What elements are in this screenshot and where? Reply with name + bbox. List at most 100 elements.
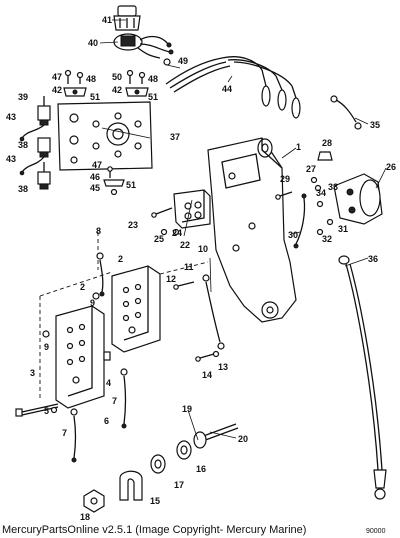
part-18-nut bbox=[83, 489, 105, 513]
part-33-nut bbox=[314, 184, 322, 192]
callout-50: 50 bbox=[112, 72, 122, 82]
callout-10: 10 bbox=[198, 244, 208, 254]
dashed-assembly-outline bbox=[39, 232, 209, 398]
callout-29: 29 bbox=[280, 174, 290, 184]
callout-42: 42 bbox=[112, 85, 122, 95]
callout-22: 22 bbox=[180, 240, 190, 250]
callout-44: 44 bbox=[222, 84, 232, 94]
callout-47: 47 bbox=[92, 160, 102, 170]
callout-12: 12 bbox=[166, 274, 176, 284]
part-36-battery-cable bbox=[338, 255, 387, 500]
part-23-screw bbox=[151, 207, 173, 218]
part-1-main-bracket bbox=[207, 137, 297, 323]
callout-46: 46 bbox=[90, 172, 100, 182]
callout-31: 31 bbox=[338, 224, 348, 234]
callout-1: 1 bbox=[296, 142, 301, 152]
callout-43: 43 bbox=[6, 154, 16, 164]
part-12-screw bbox=[173, 281, 195, 290]
part-37-mounting-plate bbox=[57, 101, 153, 171]
callout-36: 36 bbox=[368, 254, 378, 264]
callout-7: 7 bbox=[112, 396, 117, 406]
part-43-wire-upper bbox=[19, 124, 45, 142]
part-13-nut bbox=[212, 350, 220, 358]
part-47-screw-left bbox=[64, 69, 72, 84]
callout-9: 9 bbox=[44, 342, 49, 352]
part-40-switch-body bbox=[113, 33, 174, 59]
callout-4: 4 bbox=[106, 378, 111, 388]
part-44-wire-harness bbox=[165, 56, 301, 119]
callout-34: 34 bbox=[316, 188, 326, 198]
part-49-screw bbox=[163, 58, 171, 66]
callout-15: 15 bbox=[150, 496, 160, 506]
callout-35: 35 bbox=[370, 120, 380, 130]
part-2-switch-box-rear bbox=[111, 265, 161, 353]
callout-47: 47 bbox=[52, 72, 62, 82]
part-5-washer bbox=[50, 406, 58, 414]
part-50-screw-right bbox=[126, 69, 134, 84]
part-17-washer bbox=[150, 454, 166, 474]
callout-9: 9 bbox=[90, 298, 95, 308]
part-39-toggle-switch bbox=[37, 96, 51, 126]
part-38-switch-lower bbox=[37, 162, 51, 190]
part-4-grommet bbox=[103, 351, 111, 361]
part-35-ground-wire bbox=[330, 95, 362, 130]
callout-19: 19 bbox=[182, 404, 192, 414]
part-7-wire-right bbox=[120, 368, 128, 429]
figure-code: 90000 bbox=[366, 528, 386, 535]
callout-24: 24 bbox=[172, 228, 182, 238]
part-45-nut bbox=[110, 188, 118, 196]
callout-51: 51 bbox=[126, 180, 136, 190]
part-46-clip bbox=[103, 179, 125, 187]
callout-48: 48 bbox=[86, 74, 96, 84]
callout-51: 51 bbox=[148, 92, 158, 102]
part-7-wire-left bbox=[70, 408, 78, 463]
part-34-washer bbox=[316, 200, 324, 208]
part-29-screw bbox=[275, 191, 293, 200]
part-8-wire bbox=[96, 252, 105, 297]
part-10-ground-wire bbox=[202, 274, 225, 350]
part-25-washer bbox=[160, 228, 168, 236]
part-24-nut bbox=[172, 228, 180, 236]
callout-30: 30 bbox=[288, 230, 298, 240]
callout-2: 2 bbox=[80, 282, 85, 292]
callout-13: 13 bbox=[218, 362, 228, 372]
callout-37: 37 bbox=[170, 132, 180, 142]
part-41-switch-knob bbox=[113, 5, 141, 31]
part-42-clamp-right bbox=[125, 87, 149, 97]
callout-16: 16 bbox=[196, 464, 206, 474]
callout-38: 38 bbox=[18, 140, 28, 150]
part-15-clamp bbox=[119, 470, 143, 501]
part-42-clamp-left bbox=[63, 87, 87, 97]
callout-14: 14 bbox=[202, 370, 212, 380]
callout-40: 40 bbox=[88, 38, 98, 48]
part-27-washer bbox=[310, 176, 318, 184]
part-22-terminal-block bbox=[173, 189, 211, 229]
callout-43: 43 bbox=[6, 112, 16, 122]
callout-20: 20 bbox=[238, 434, 248, 444]
callout-5: 5 bbox=[44, 406, 49, 416]
part-2-switch-box-front bbox=[55, 305, 105, 409]
callout-17: 17 bbox=[174, 480, 184, 490]
part-31-nut bbox=[326, 218, 334, 226]
callout-45: 45 bbox=[90, 183, 100, 193]
part-48-nut-left bbox=[76, 71, 84, 84]
part-43-wire-lower bbox=[19, 156, 45, 176]
part-28-nut bbox=[317, 151, 333, 161]
callout-11: 11 bbox=[184, 262, 194, 272]
callout-28: 28 bbox=[322, 138, 332, 148]
part-38-switch-upper bbox=[37, 137, 51, 158]
callout-49: 49 bbox=[178, 56, 188, 66]
callout-41: 41 bbox=[102, 15, 112, 25]
callout-23: 23 bbox=[128, 220, 138, 230]
callout-51: 51 bbox=[90, 92, 100, 102]
part-26-starter-solenoid bbox=[333, 173, 383, 225]
callout-18: 18 bbox=[80, 512, 90, 522]
part-9-screw-left bbox=[42, 330, 50, 338]
leader-lines bbox=[99, 19, 387, 441]
part-9-screw-right bbox=[92, 292, 100, 300]
callout-6: 6 bbox=[104, 416, 109, 426]
callout-8: 8 bbox=[96, 226, 101, 236]
callout-33: 33 bbox=[328, 182, 338, 192]
callout-25: 25 bbox=[154, 234, 164, 244]
